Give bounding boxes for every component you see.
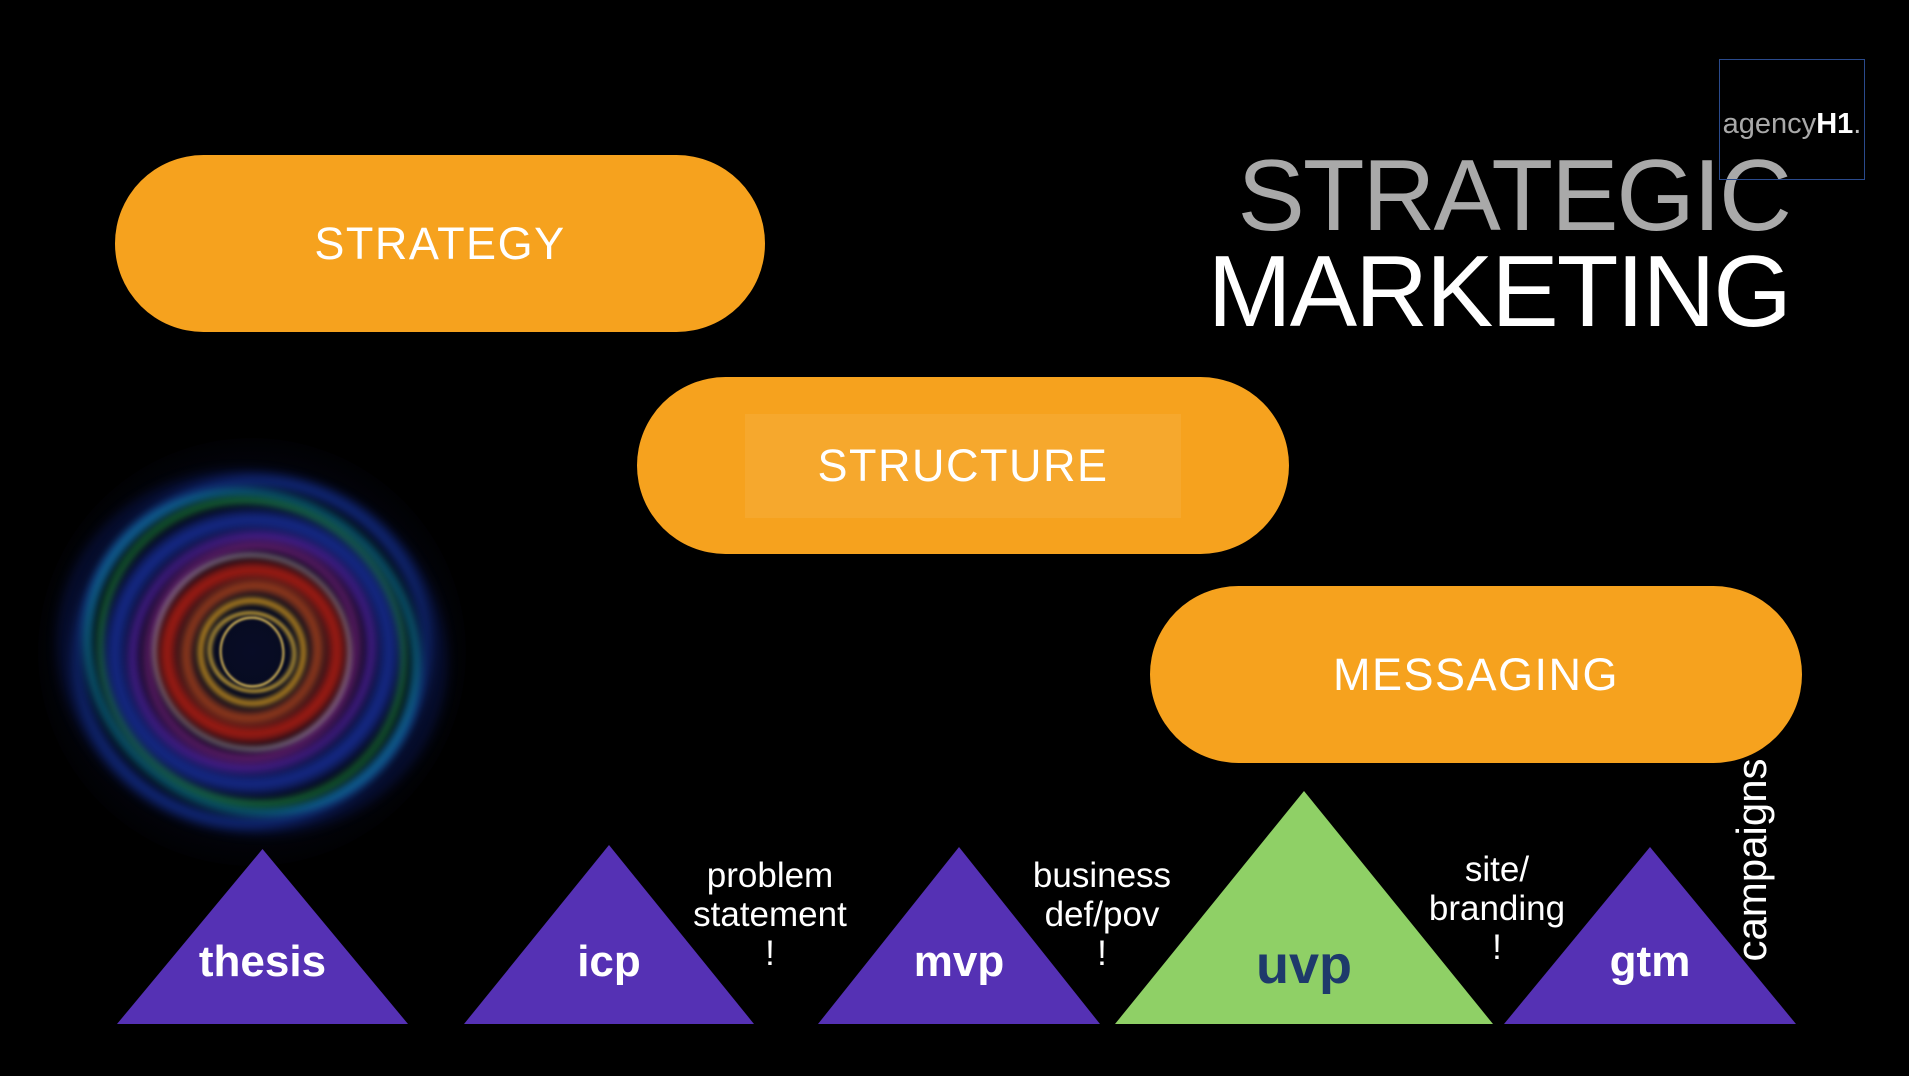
gap-note-business-def-pov: business def/pov ! [972,856,1232,973]
pill-structure: STRUCTURE [637,377,1289,554]
triangle-icp-label: icp [577,937,641,986]
gap-note-exclamation: ! [765,934,775,973]
logo-text-h1: H1 [1816,108,1854,140]
triangle-mvp: mvp [818,847,1100,1024]
gap-note-site-branding: site/ branding ! [1367,850,1627,967]
page-title: STRATEGIC MARKETING [1207,140,1793,348]
gap-note-line: business [1032,856,1172,895]
triangle-gtm-label: gtm [1609,937,1691,986]
gap-note-line: branding [1428,889,1566,928]
triangle-icp: icp [464,845,754,1024]
triangle-mvp-label: mvp [913,937,1005,986]
title-line-marketing: MARKETING [1207,236,1792,348]
pill-messaging-label: MESSAGING [1332,648,1620,700]
campaigns-label: campaigns [1728,758,1775,962]
logo-text-agency: agency [1722,108,1817,140]
gap-note-line: def/pov [1044,895,1160,934]
spiral-glow [38,438,466,866]
pill-structure-label: STRUCTURE [817,439,1109,491]
gap-note-line: problem [706,856,834,895]
pill-messaging: MESSAGING [1150,586,1802,763]
gap-note-line: site/ [1464,850,1530,889]
triangle-thesis-label: thesis [198,937,327,986]
gap-note-exclamation: ! [1097,934,1107,973]
gap-note-problem-statement: problem statement ! [640,856,900,973]
light-spiral-image [15,424,489,880]
triangle-gtm: gtm [1504,847,1796,1024]
triangle-uvp-label: uvp [1255,935,1352,995]
pill-structure-textbox [745,413,1181,518]
pill-strategy-label: STRATEGY [314,217,566,269]
gap-note-line: statement [693,895,847,934]
pill-strategy: STRATEGY [115,155,765,332]
logo-period: . [1853,108,1862,140]
triangle-uvp: uvp [1115,791,1493,1024]
title-line-strategic: STRATEGIC [1237,140,1793,252]
gap-note-exclamation: ! [1492,928,1502,967]
triangle-thesis: thesis [117,849,408,1024]
